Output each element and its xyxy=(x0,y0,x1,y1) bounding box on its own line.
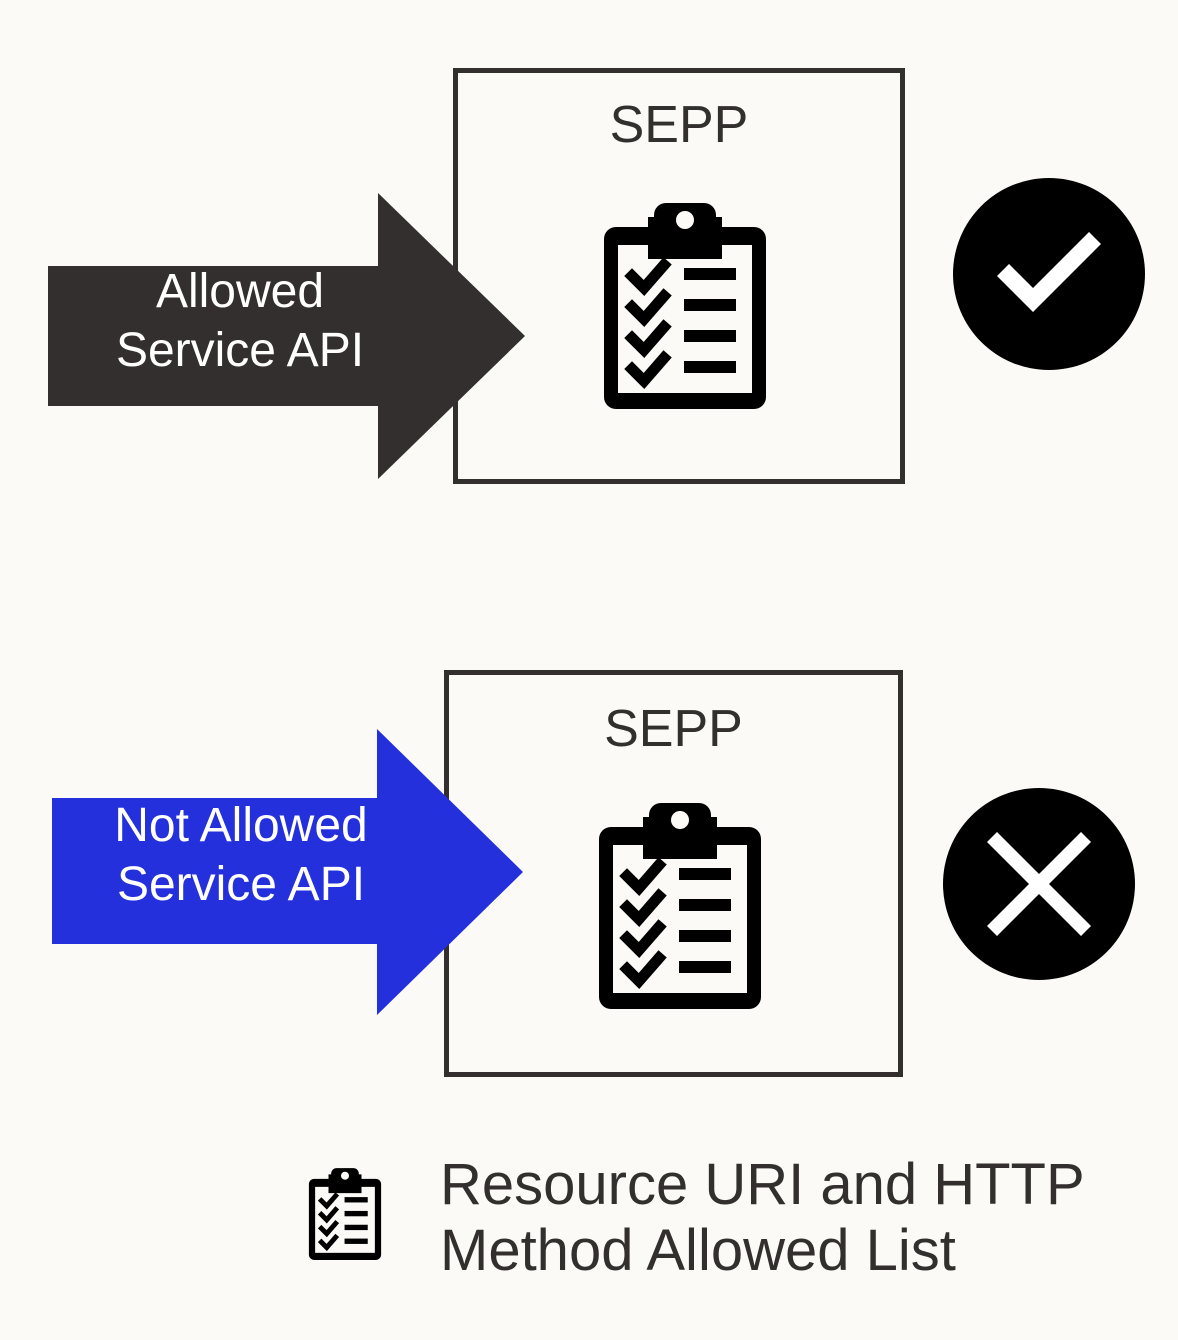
check-circle-icon xyxy=(953,178,1145,370)
legend-label: Resource URI and HTTP Method Allowed Lis… xyxy=(440,1152,1085,1283)
legend: Resource URI and HTTP Method Allowed Lis… xyxy=(300,1150,1130,1290)
cross-circle-icon xyxy=(943,788,1135,980)
right-arrow-icon-allowed xyxy=(48,193,525,479)
clipboard-checklist-icon xyxy=(308,1168,382,1260)
sepp-box-title: SEPP xyxy=(604,700,743,758)
sepp-box-title: SEPP xyxy=(609,96,749,154)
clipboard-checklist-icon xyxy=(604,203,766,409)
right-arrow-icon-not-allowed xyxy=(52,729,523,1015)
sepp-box-allowed: SEPP xyxy=(453,68,905,484)
clipboard-checklist-icon xyxy=(599,803,761,1009)
